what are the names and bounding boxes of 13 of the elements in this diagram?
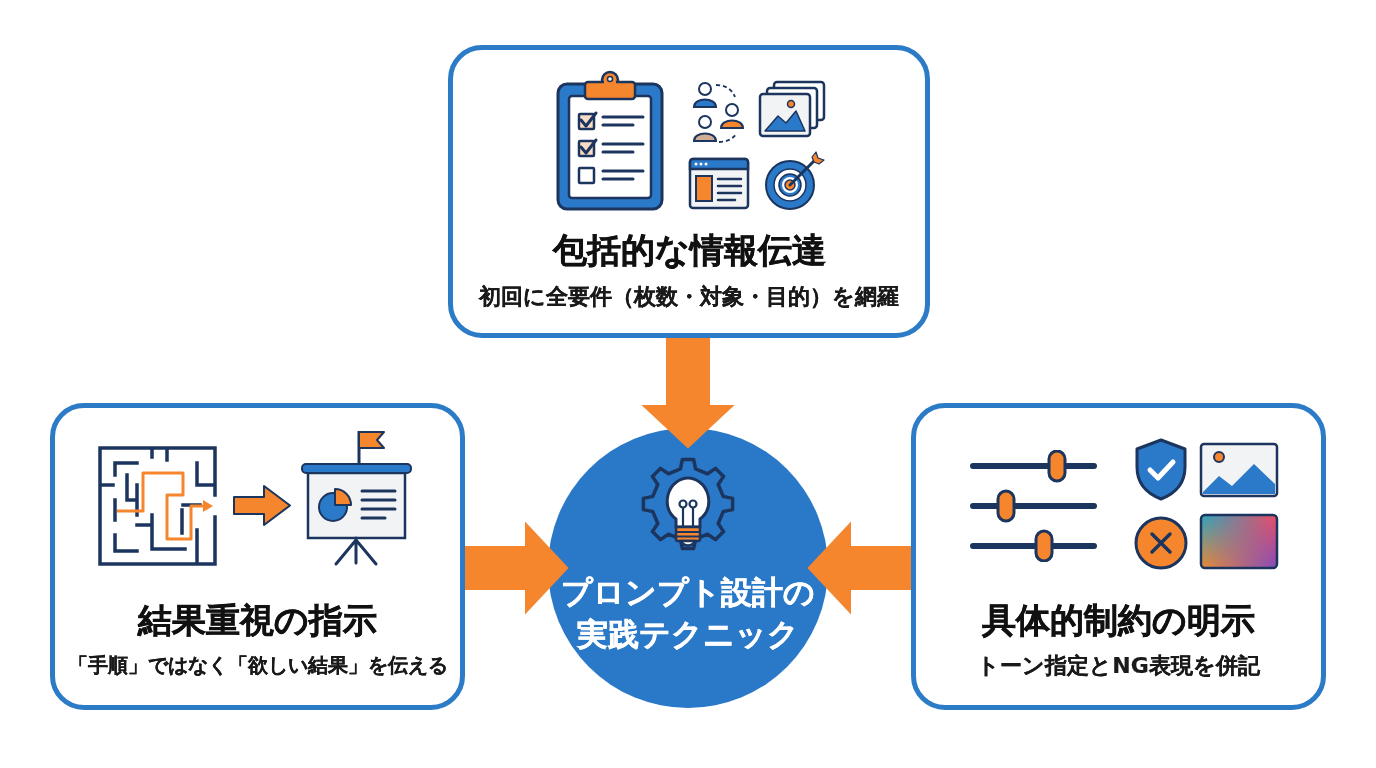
arrow — [641, 338, 735, 449]
card-subtitle: 初回に全要件（枚数・対象・目的）を網羅 — [479, 283, 899, 311]
arrow — [807, 521, 911, 615]
technique-card — [911, 403, 1326, 710]
card-title: 結果重視の指示 — [138, 599, 377, 641]
card-subtitle: トーン指定とNG表現を併記 — [977, 652, 1260, 680]
technique-card — [448, 45, 930, 338]
card-subtitle: 「手順」ではなく「欲しい結果」を伝える — [67, 652, 448, 679]
hub-title: プロンプト設計の実践テクニック — [560, 573, 816, 654]
card-title: 包括的な情報伝達 — [552, 229, 826, 271]
card-title: 具体的制約の明示 — [982, 599, 1255, 641]
arrow — [465, 521, 569, 615]
technique-card — [50, 403, 465, 710]
